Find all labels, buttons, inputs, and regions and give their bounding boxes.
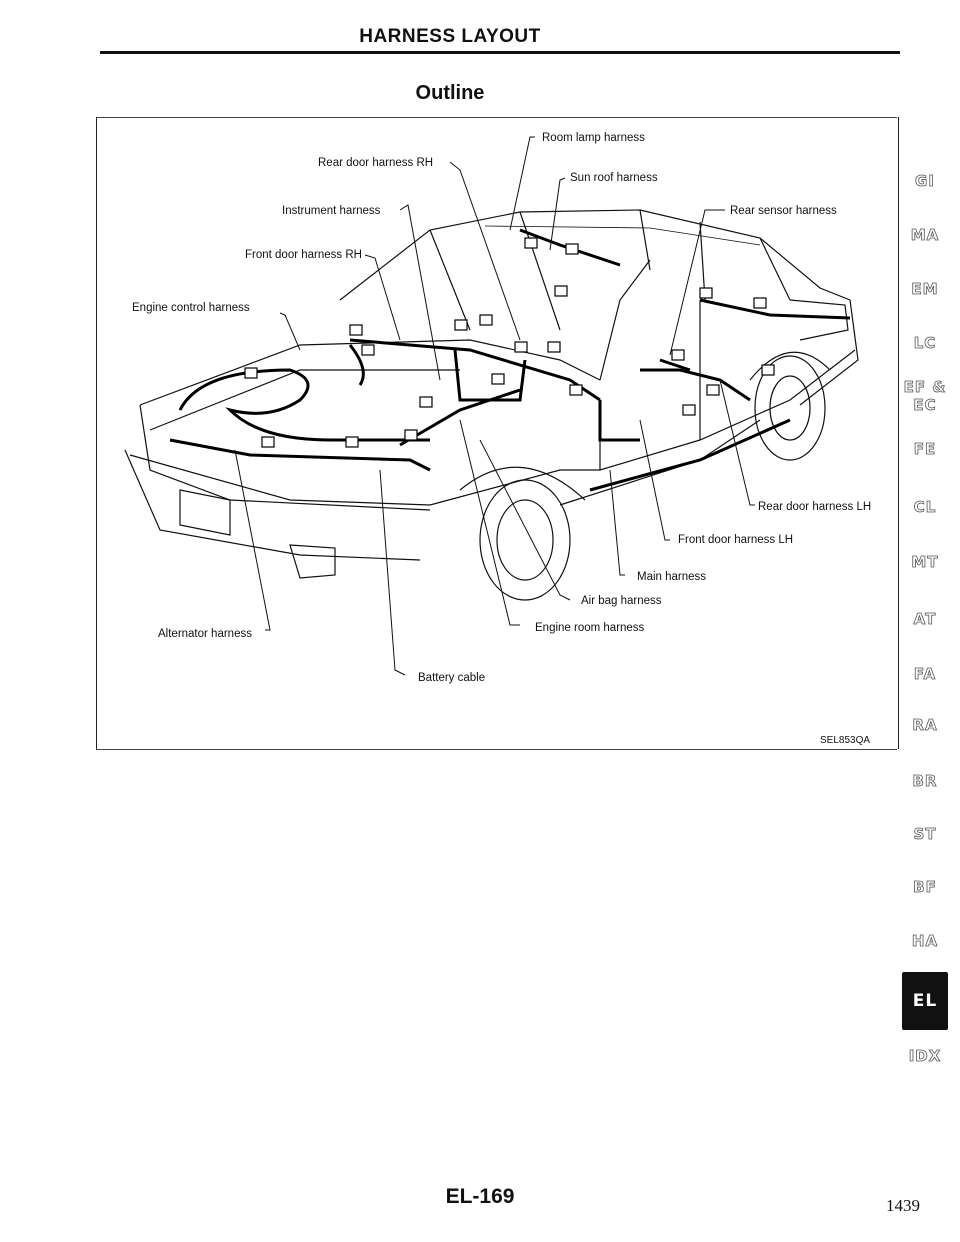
figure-bottom-rule bbox=[96, 749, 897, 750]
label-instrument-harness: Instrument harness bbox=[282, 205, 381, 217]
label-battery-cable: Battery cable bbox=[418, 672, 485, 684]
tab-ha[interactable]: HA bbox=[911, 932, 939, 951]
tab-gi[interactable]: GI bbox=[915, 172, 935, 191]
tab-st[interactable]: ST bbox=[913, 825, 937, 844]
connector-symbols bbox=[244, 237, 775, 448]
label-rear-sensor-harness: Rear sensor harness bbox=[730, 205, 837, 217]
print-page-number: 1439 bbox=[886, 1196, 920, 1215]
label-front-door-harness-rh: Front door harness RH bbox=[245, 249, 362, 261]
page-number: EL-169 bbox=[445, 1185, 515, 1208]
tab-ef[interactable]: EF & bbox=[903, 378, 947, 397]
tab-bf[interactable]: BF bbox=[913, 878, 937, 897]
section-title: Outline bbox=[415, 82, 485, 104]
page-title: HARNESS LAYOUT bbox=[359, 26, 541, 47]
tab-ra[interactable]: RA bbox=[912, 716, 938, 735]
tab-fe[interactable]: FE bbox=[913, 440, 937, 459]
label-rear-door-harness-rh: Rear door harness RH bbox=[318, 157, 433, 169]
label-engine-control-harness: Engine control harness bbox=[132, 302, 250, 314]
label-front-door-harness-lh: Front door harness LH bbox=[678, 534, 793, 546]
tab-ec[interactable]: EC bbox=[913, 396, 937, 415]
tab-mt[interactable]: MT bbox=[911, 553, 939, 572]
tab-idx[interactable]: IDX bbox=[908, 1047, 942, 1066]
figure-frame bbox=[96, 117, 899, 749]
tab-lc[interactable]: LC bbox=[913, 334, 937, 353]
label-rear-door-harness-lh: Rear door harness LH bbox=[758, 501, 871, 513]
label-room-lamp-harness: Room lamp harness bbox=[542, 132, 645, 144]
tab-em[interactable]: EM bbox=[911, 280, 939, 299]
callout-labels: Room lamp harness Rear door harness RH S… bbox=[132, 132, 871, 684]
harness-routes bbox=[169, 228, 851, 492]
label-air-bag-harness: Air bag harness bbox=[581, 595, 662, 607]
label-sun-roof-harness: Sun roof harness bbox=[570, 172, 658, 184]
label-main-harness: Main harness bbox=[637, 571, 706, 583]
tab-cl[interactable]: CL bbox=[913, 498, 937, 517]
car-body-illustration bbox=[124, 209, 859, 601]
title-rule bbox=[100, 51, 900, 54]
tab-at[interactable]: AT bbox=[913, 610, 937, 629]
figure-top-rule bbox=[96, 117, 897, 118]
tab-br[interactable]: BR bbox=[912, 772, 938, 791]
label-alternator-harness: Alternator harness bbox=[158, 628, 252, 640]
label-engine-room-harness: Engine room harness bbox=[535, 622, 645, 634]
tab-fa[interactable]: FA bbox=[913, 665, 937, 684]
figure-id: SEL853QA bbox=[820, 735, 871, 746]
tab-ma[interactable]: MA bbox=[910, 226, 940, 245]
tab-el-active[interactable]: EL bbox=[902, 972, 948, 1030]
harness-diagram: Room lamp harness Rear door harness RH S… bbox=[124, 132, 871, 684]
leader-lines bbox=[234, 136, 755, 676]
